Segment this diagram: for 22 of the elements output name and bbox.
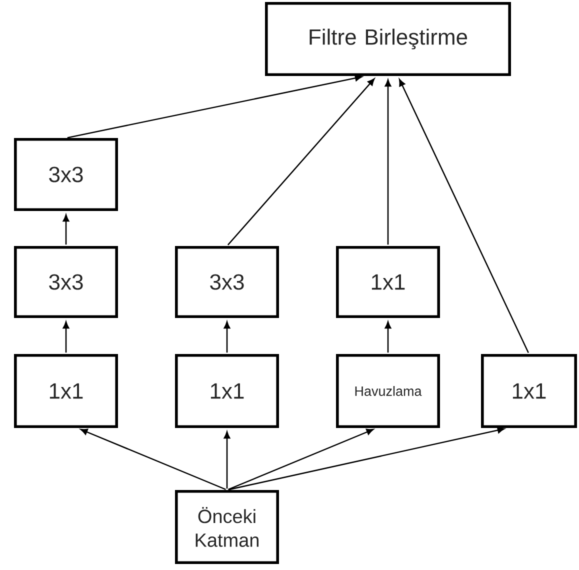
arrow xyxy=(228,427,505,490)
arrow xyxy=(227,78,375,246)
layer-box: 1x1 xyxy=(336,246,440,318)
arrow xyxy=(62,214,70,245)
layer-box: 1x1 xyxy=(175,354,279,428)
layer-box: Filtre Birleştirme xyxy=(265,2,511,76)
layer-box: 1x1 xyxy=(481,354,577,428)
arrow xyxy=(80,428,226,490)
arrow xyxy=(67,74,362,138)
layer-box: Önceki Katman xyxy=(175,490,279,564)
arrow xyxy=(384,79,392,245)
arrow xyxy=(224,431,230,489)
arrow xyxy=(62,321,70,353)
arrow xyxy=(224,321,230,353)
layer-box: 3x3 xyxy=(175,246,279,318)
arrow xyxy=(398,79,529,353)
layer-box: 3x3 xyxy=(14,138,118,211)
layer-box: Havuzlama xyxy=(336,354,440,428)
arrow xyxy=(384,321,392,353)
layer-box: 1x1 xyxy=(14,354,118,428)
layer-box: 3x3 xyxy=(14,246,118,318)
arrow xyxy=(228,428,374,490)
